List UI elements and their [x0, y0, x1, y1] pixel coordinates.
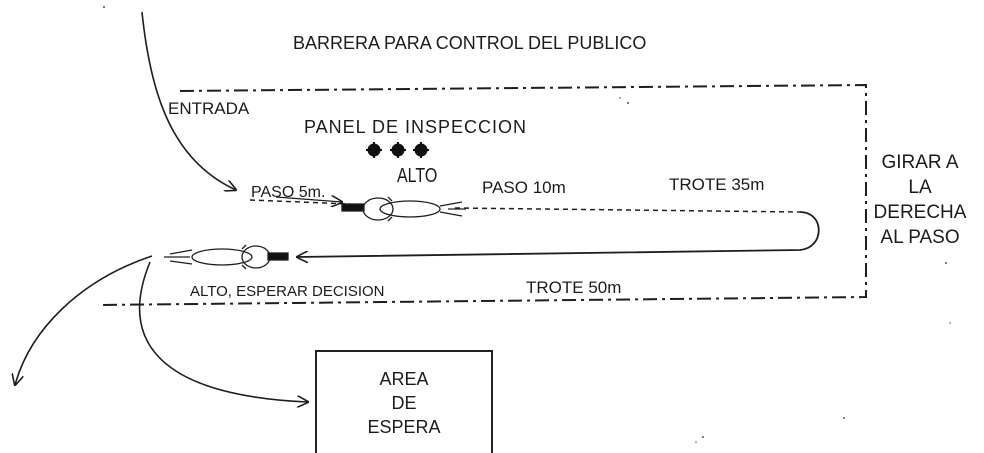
panel-member-2-icon [390, 142, 406, 158]
trot-35m-label: TROTE 35m [669, 175, 765, 194]
exit-path-left-arrow [15, 255, 153, 385]
waiting-area-box: AREA DE ESPERA [315, 350, 493, 453]
turn-note-line-1: GIRAR A [881, 152, 959, 173]
stop-label: ALTO [397, 165, 438, 187]
panel-member-3-icon [413, 142, 429, 158]
barrier-line [97, 83, 867, 306]
barrier-label: BARRERA PARA CONTROL DEL PUBLICO [293, 33, 647, 53]
turn-right-walk-note: GIRAR A LA DERECHA AL PASO [870, 150, 970, 250]
horse-icon-final-stop [164, 244, 289, 270]
turn-note-line-2: LA [908, 177, 932, 198]
entry-path-arrow [141, 11, 236, 190]
walk-lane-arrow [275, 197, 342, 202]
waiting-area-line-1: AREA [379, 369, 429, 389]
turn-note-line-3: DERECHA [873, 202, 967, 223]
waiting-area-line-2: DE [391, 393, 417, 413]
horse-icon-stop [341, 196, 466, 222]
return-trot-lane [297, 211, 820, 257]
stop-wait-decision-label: ALTO, ESPERAR DECISION [190, 283, 385, 300]
entry-label: ENTRADA [168, 99, 250, 118]
inspection-panel-label: PANEL DE INSPECCION [304, 117, 528, 137]
panel-member-1-icon [366, 142, 382, 158]
walk-10m-label: PASO 10m [482, 178, 566, 197]
walk-5m-label: PASO 5m. [251, 184, 326, 201]
exit-path-waiting-area-arrow [138, 261, 308, 402]
scan-specks [103, 6, 951, 443]
turn-note-line-4: AL PASO [880, 227, 960, 248]
waiting-area-line-3: ESPERA [367, 417, 441, 437]
trot-50m-label: TROTE 50m [526, 278, 622, 297]
inspection-panel-members [366, 142, 429, 158]
